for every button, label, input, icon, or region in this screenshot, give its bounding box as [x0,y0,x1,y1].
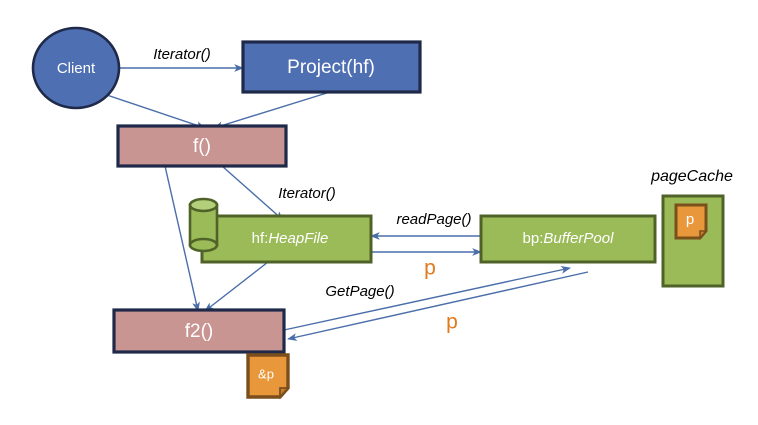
edge-heapfile-f2 [204,261,269,312]
node-bufferpool[interactable]: bp:BufferPool [479,214,657,264]
f2-label: f2() [185,321,214,342]
edge-project-f [213,91,331,130]
heapfile-type: HeapFile [268,230,328,247]
edge-f-f2 [164,165,200,312]
page-doc-p-label: p [686,211,694,228]
heapfile-label: hf:HeapFile [252,230,329,247]
node-f[interactable]: f() [116,124,288,168]
page-doc-p[interactable]: p [674,203,708,241]
node-pagecache[interactable]: p [661,194,725,288]
page-doc-ampp-fold [279,387,291,400]
pagecache-caption: pageCache [650,168,733,185]
node-project[interactable]: Project(hf) [241,40,422,94]
page-doc-p-fold [699,230,708,241]
cylinder-top [188,197,219,213]
edge-label-p-upper: p [424,257,436,280]
edge-label-iterator-1: Iterator() [153,46,211,63]
bufferpool-label: bp:BufferPool [523,230,615,247]
edge-label-p-lower: p [446,311,458,334]
edge-label-getpage: GetPage() [325,283,394,300]
edge-label-iterator-2: Iterator() [278,185,336,202]
database-icon [188,197,219,253]
project-rect [241,40,422,94]
edge-label-readpage: readPage() [396,211,471,228]
bufferpool-rect [479,214,657,264]
node-client[interactable]: Client [31,26,121,110]
edge-client-f [97,91,206,129]
edge-f2-bufferpool [283,266,571,331]
project-label: Project(hf) [287,57,375,78]
page-doc-ampp[interactable]: &p [246,353,291,400]
heapfile-prefix: hf: [252,230,269,247]
f-label: f() [193,136,211,157]
node-f2[interactable]: f2() [112,308,286,354]
f2-rect [112,308,286,354]
heapfile-rect [200,214,373,264]
bufferpool-prefix: bp: [523,230,544,247]
cylinder-bottom [188,237,219,253]
node-heapfile[interactable]: hf:HeapFile [188,197,373,264]
edge-f-heapfile [221,165,284,221]
bufferpool-type: BufferPool [543,230,614,247]
f-rect [116,124,288,168]
client-label: Client [57,60,96,77]
edge-bufferpool-f2 [287,271,589,341]
page-doc-ampp-label: &p [258,366,274,381]
client-ellipse [31,26,121,110]
